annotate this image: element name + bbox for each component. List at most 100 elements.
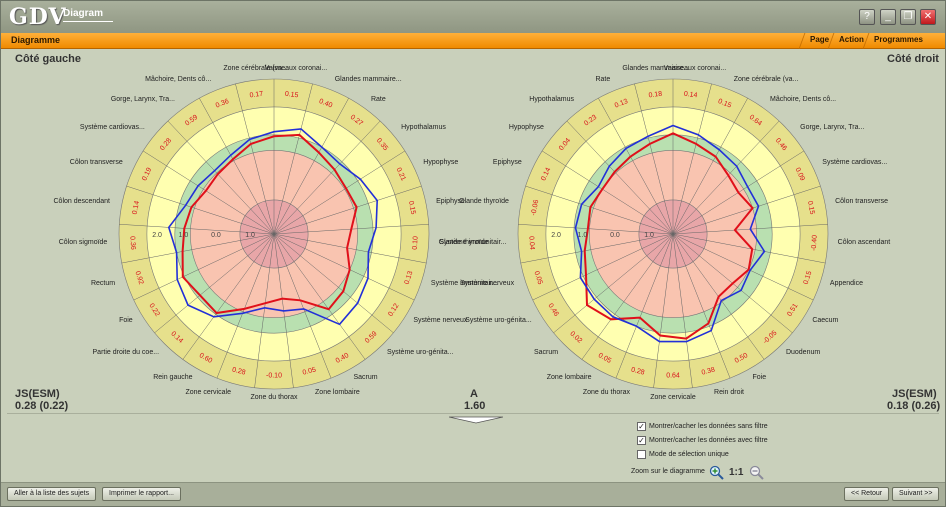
restore-button[interactable]: ❐ <box>900 9 916 25</box>
left-value-label: 0.40 <box>318 98 333 110</box>
right-category-label: Rein droit <box>714 388 744 396</box>
right-value-label: -0.06 <box>530 199 540 216</box>
right-value-label: -0.40 <box>811 235 819 251</box>
left-spoke <box>273 233 427 264</box>
close-button[interactable]: ✕ <box>920 9 936 25</box>
option-unfiltered-label: Montrer/cacher les données sans filtre <box>649 423 768 430</box>
right-value-label: 0.15 <box>806 200 815 215</box>
right-spoke <box>672 233 814 301</box>
right-category-label: Zone cérébrale (va... <box>733 75 799 83</box>
option-unfiltered[interactable]: ✓ Montrer/cacher les données sans filtre <box>637 422 768 431</box>
left-spoke <box>167 120 275 235</box>
minimize-button[interactable]: _ <box>880 9 896 25</box>
right-spoke <box>672 83 712 235</box>
left-category-label: Système uro-génita... <box>386 349 454 357</box>
left-value-label: 0.36 <box>128 236 136 250</box>
zoom-in-icon[interactable] <box>709 465 724 480</box>
menu-separator <box>826 33 836 49</box>
left-category-label: Glandes mammaire... <box>334 75 402 83</box>
left-side-title: Côté gauche <box>15 53 82 65</box>
left-category-label: Partie droite du coe... <box>92 349 160 357</box>
right-category-label: Côlon ascendant <box>837 239 891 247</box>
right-red-series-line <box>583 132 754 340</box>
left-category-label: Rectum <box>90 279 116 287</box>
option-filtered-label: Montrer/cacher les données avec filtre <box>649 437 768 444</box>
option-single-select[interactable]: Mode de sélection unique <box>637 450 729 459</box>
right-spoke <box>598 98 674 235</box>
left-spoke <box>273 233 394 333</box>
left-value-label: 0.36 <box>215 98 230 110</box>
menu-item-programmes[interactable]: Programmes <box>874 35 923 44</box>
right-ring-scale-label: 2.0 <box>551 232 561 239</box>
left-spoke <box>121 233 275 264</box>
right-spoke <box>541 150 674 235</box>
right-value-label: 0.04 <box>527 236 535 250</box>
menu-item-action[interactable]: Action <box>839 35 864 44</box>
zoom-reset-button[interactable]: 1:1 <box>729 467 744 478</box>
right-spoke <box>653 233 674 388</box>
left-category-label: Zone cervicale <box>185 388 231 396</box>
right-spoke <box>672 120 780 235</box>
collapse-arrow-icon[interactable] <box>449 416 503 424</box>
menu-item-page[interactable]: Page <box>810 35 830 44</box>
right-value-label: 0.28 <box>630 367 645 377</box>
left-value-label: 0.17 <box>249 91 264 100</box>
right-side-title: Côté droit <box>887 53 939 65</box>
left-category-label: Rein gauche <box>153 373 193 381</box>
left-category-label: Rate <box>370 95 386 103</box>
left-category-label: Système nerveux <box>413 317 468 325</box>
left-spoke <box>273 233 415 301</box>
menu-separator <box>797 33 807 49</box>
right-value-label: 0.18 <box>648 91 663 100</box>
right-spoke <box>553 233 674 333</box>
left-value-label: 0.14 <box>132 200 141 215</box>
right-category-label: Glandes mammaire... <box>622 65 690 73</box>
right-value-label: 0.38 <box>701 366 716 376</box>
right-value-label: 0.05 <box>533 270 544 285</box>
right-metric-name: JS(ESM) <box>892 388 937 400</box>
right-ring-scale-label: 0.0 <box>610 232 620 239</box>
help-button[interactable]: ? <box>859 9 875 25</box>
right-spoke <box>566 120 674 235</box>
right-ring-scale-label: 1.0 <box>644 232 654 239</box>
left-value-label: 0.05 <box>302 366 317 376</box>
left-category-label: Système cardiovas... <box>79 123 145 131</box>
right-category-label: Système cardiovas... <box>822 158 888 166</box>
left-value-label: 0.13 <box>404 270 415 285</box>
left-ring-scale-label: 1.0 <box>245 232 255 239</box>
left-spoke <box>216 233 275 379</box>
checkbox-filtered[interactable]: ✓ <box>637 436 646 445</box>
back-to-list-button[interactable]: Aller à la liste des sujets <box>7 487 97 501</box>
right-category-label: Zone cervicale <box>650 394 696 401</box>
left-category-label: Mâchoire, Dents cô... <box>145 75 212 83</box>
zoom-out-icon[interactable] <box>749 465 764 480</box>
left-spoke <box>273 120 381 235</box>
left-spoke <box>273 233 366 360</box>
checkbox-single-select[interactable] <box>637 450 646 459</box>
left-spoke <box>235 83 275 235</box>
left-value-label: -0.10 <box>266 373 282 380</box>
left-category-label: Côlon sigmoïde <box>58 239 108 247</box>
right-category-label: Système nerveux <box>459 279 515 287</box>
right-spoke <box>672 233 826 264</box>
right-category-label: Gorge, Larynx, Tra... <box>800 123 865 131</box>
menu-separator <box>861 33 871 49</box>
back-button[interactable]: << Retour <box>844 487 890 501</box>
option-filtered[interactable]: ✓ Montrer/cacher les données avec filtre <box>637 436 768 445</box>
right-spoke <box>672 98 748 235</box>
checkbox-unfiltered[interactable]: ✓ <box>637 422 646 431</box>
right-category-label: Système uro-génita... <box>465 317 532 325</box>
next-button[interactable]: Suivant >> <box>892 487 940 501</box>
left-value-label: 0.10 <box>412 236 420 250</box>
app-logo: GDV <box>9 4 67 30</box>
left-category-label: Côlon transverse <box>69 158 123 166</box>
print-report-button[interactable]: Imprimer le rapport... <box>102 487 181 501</box>
right-spoke <box>518 224 674 235</box>
right-spoke <box>581 233 674 360</box>
app-name-underline <box>63 21 113 22</box>
left-spoke <box>273 185 422 235</box>
right-category-label: Rate <box>595 75 611 83</box>
right-category-label: Hypothalamus <box>529 95 575 103</box>
